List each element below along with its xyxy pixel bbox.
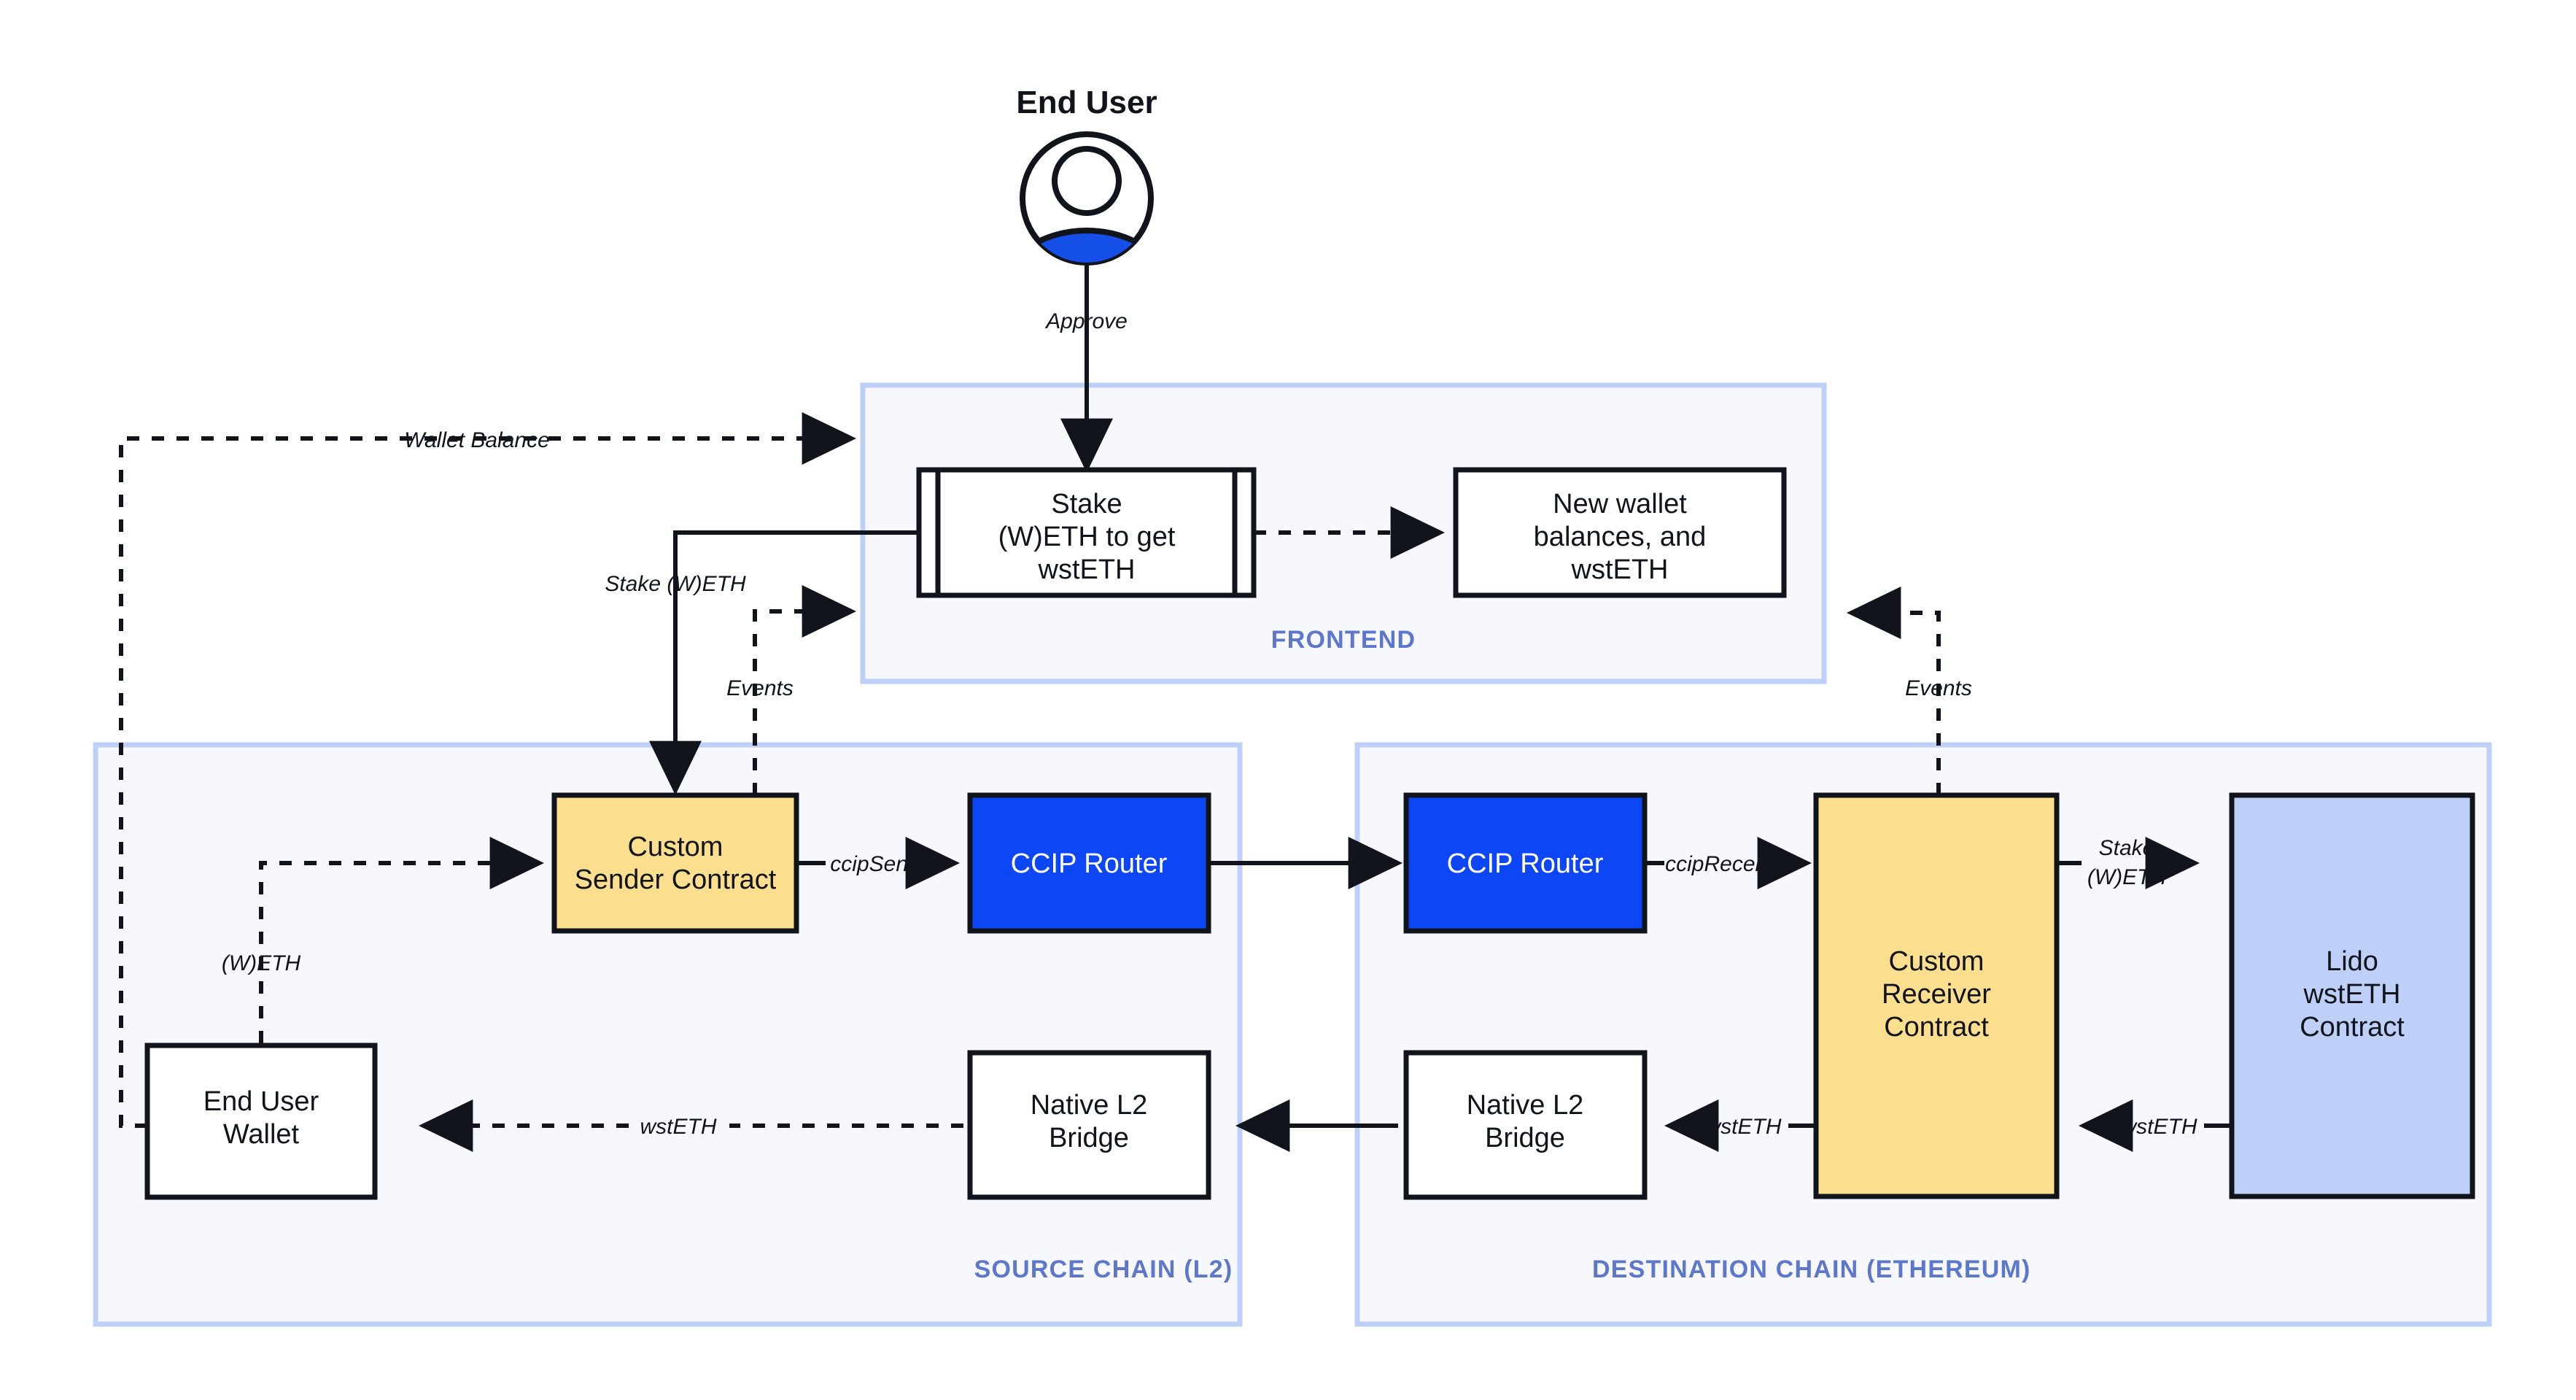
edge-weth-to-sender — [259, 837, 545, 1043]
zone-label-source: SOURCE CHAIN (L2) — [974, 1256, 1233, 1283]
zone-label-frontend: FRONTEND — [1271, 626, 1416, 654]
node-label: Contract — [1884, 1012, 1989, 1043]
node-lido-contract[interactable]: Lido wstETH Contract — [2229, 792, 2475, 1199]
node-new-balances[interactable]: New wallet balances, and wstETH — [1453, 467, 1787, 598]
node-label: Lido — [2326, 946, 2378, 977]
zone-label-destination: DESTINATION CHAIN (ETHEREUM) — [1592, 1256, 2031, 1283]
node-receiver-contract[interactable]: Custom Receiver Contract — [1813, 792, 2060, 1199]
edge-label-stake-weth-lido: Stake (W)ETH — [2087, 836, 2167, 889]
edge-label-events-dest: Events — [1905, 676, 1972, 700]
node-bridge-source[interactable]: Native L2 Bridge — [967, 1050, 1211, 1200]
edge-label-wallet-balance: Wallet Balance — [404, 428, 550, 452]
svg-text:(W)ETH: (W)ETH — [2087, 865, 2167, 889]
edge-stake-weth — [649, 530, 919, 796]
node-label: Bridge — [1049, 1123, 1129, 1153]
node-label: New wallet — [1553, 489, 1687, 519]
edge-label-wsteth-wallet: wstETH — [640, 1115, 717, 1139]
actor-title: End User — [1016, 85, 1157, 120]
edge-events-dest — [1846, 587, 1941, 795]
edge-events-source — [753, 585, 857, 795]
node-label: wstETH — [1038, 554, 1136, 585]
node-bridge-dest[interactable]: Native L2 Bridge — [1403, 1050, 1648, 1200]
node-label: Custom — [628, 832, 723, 862]
edge-label-wsteth-bridge: wstETH — [1705, 1115, 1782, 1139]
node-label: (W)ETH to get — [998, 522, 1176, 552]
node-label: End User — [203, 1086, 319, 1117]
node-label: CCIP Router — [1447, 848, 1604, 879]
edge-wallet-balance — [119, 412, 857, 1128]
edge-label-ccip-receive: ccipReceive — [1665, 852, 1783, 876]
node-label: Contract — [2300, 1012, 2405, 1043]
edge-label-events-source: Events — [726, 676, 794, 700]
edge-label-approve: Approve — [1044, 309, 1128, 333]
node-label: wstETH — [2303, 979, 2401, 1010]
actor-end-user: End User — [1016, 85, 1157, 266]
node-router-source[interactable]: CCIP Router — [967, 792, 1211, 934]
node-label: Native L2 — [1467, 1090, 1584, 1121]
node-label: Receiver — [1882, 979, 1991, 1010]
node-label: Custom — [1889, 946, 1985, 977]
node-label: CCIP Router — [1011, 848, 1168, 879]
node-label: Sender Contract — [575, 865, 777, 895]
node-stake-form[interactable]: Stake (W)ETH to get wstETH — [916, 467, 1257, 598]
node-label: wstETH — [1571, 554, 1669, 585]
node-router-dest[interactable]: CCIP Router — [1403, 792, 1648, 934]
node-label: Native L2 — [1031, 1090, 1148, 1121]
user-avatar-icon — [1020, 131, 1154, 266]
svg-text:Stake: Stake — [2099, 836, 2155, 860]
node-label: Wallet — [223, 1119, 300, 1150]
node-sender-contract[interactable]: Custom Sender Contract — [551, 792, 799, 934]
edge-label-weth: (W)ETH — [222, 951, 301, 975]
node-label: Stake — [1051, 489, 1122, 519]
node-label: Bridge — [1485, 1123, 1565, 1153]
edge-label-ccip-send: ccipSend — [830, 852, 921, 876]
edge-label-wsteth-lido: wstETH — [2121, 1115, 2197, 1139]
edge-label-stake-weth: Stake (W)ETH — [605, 572, 746, 596]
node-label: balances, and — [1534, 522, 1707, 552]
node-end-user-wallet[interactable]: End User Wallet — [144, 1043, 378, 1200]
